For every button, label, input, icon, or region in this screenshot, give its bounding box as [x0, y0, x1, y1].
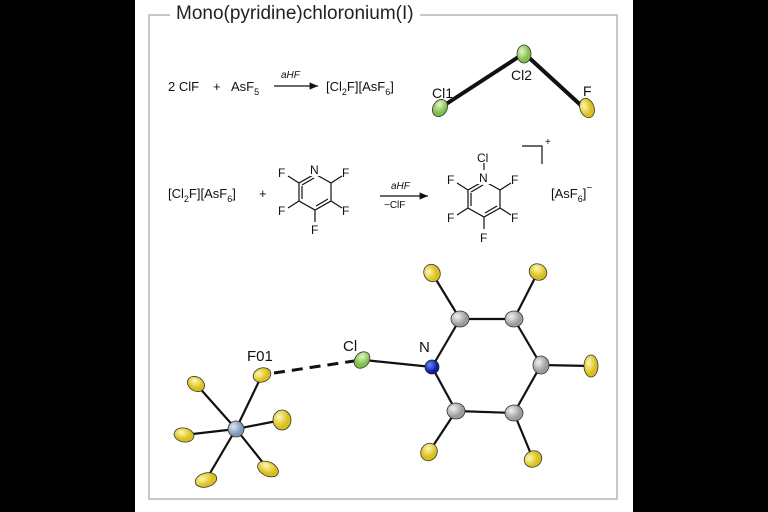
atom-c4 [532, 355, 550, 375]
atom-c6 [446, 402, 466, 420]
pentafluoropyridine-structure [287, 173, 343, 222]
atom-as-f5 [257, 460, 279, 478]
atom-ring-f6 [420, 442, 438, 462]
reaction2-anion: [AsF6]− [551, 183, 592, 204]
atom-ring-f4 [583, 354, 599, 378]
ring-2 [467, 180, 501, 218]
bond-f2 [330, 175, 343, 184]
ring-1-double-b [315, 198, 329, 207]
py2-cl: Cl [477, 151, 488, 165]
py2-f3: F [511, 211, 518, 225]
reaction1-reagent: AsF5 [231, 79, 259, 97]
py1-f5: F [278, 204, 285, 218]
reaction-1: 2 ClF + AsF5 aHF [Cl2F][AsF6] [168, 70, 394, 97]
py1-f2: F [342, 166, 349, 180]
reaction1-product: [Cl2F][AsF6] [326, 79, 394, 97]
py1-f3: F [342, 204, 349, 218]
label-cl2: Cl2 [511, 67, 532, 83]
py2-f4: F [480, 231, 487, 245]
py2-f5: F [447, 211, 454, 225]
atom-cl2 [516, 44, 532, 64]
atom-as-f4 [194, 472, 218, 488]
cation-charge: + [545, 137, 551, 148]
atom-ring-f2 [423, 263, 441, 283]
atom-n [424, 359, 440, 375]
atom-as [227, 420, 245, 438]
reaction2-plus: + [259, 186, 267, 201]
atom-f [579, 97, 595, 119]
atom-ring-f3 [528, 263, 548, 281]
atom-f01 [252, 367, 272, 383]
py1-n: N [310, 163, 319, 177]
reaction2-condition-top: aHF [391, 181, 411, 192]
bond-f3 [330, 200, 343, 209]
atom-c3 [504, 310, 524, 328]
ring-2-double-b [484, 205, 498, 214]
atom-cl [353, 351, 371, 369]
atom-c2 [450, 310, 470, 328]
label-f01: F01 [247, 348, 273, 365]
label-n: N [419, 339, 430, 356]
figure-panel [135, 0, 633, 512]
reaction1-coef: 2 ClF [168, 79, 199, 94]
label-f: F [583, 83, 592, 99]
ring-1 [298, 173, 332, 211]
bond-p-f3 [499, 207, 512, 216]
bond-cl2-f [523, 52, 588, 112]
cation-bonds [363, 271, 592, 460]
label-cl: Cl [343, 338, 357, 355]
py2-f6: F [447, 173, 454, 187]
n1-mask [308, 162, 322, 176]
reaction2-condition-bottom: −ClF [384, 200, 405, 211]
label-cl1: Cl1 [432, 85, 453, 101]
crystal-structure: F01 Cl N [173, 263, 599, 488]
ring-1-double-a [301, 177, 315, 186]
bond-p-f2 [499, 182, 512, 191]
atom-as-f6 [272, 409, 292, 431]
cation-bracket [522, 145, 543, 164]
atom-cl1 [432, 99, 448, 117]
atom-as-f2 [187, 376, 205, 392]
bond-f6 [287, 175, 300, 184]
halogen-bond [273, 359, 355, 375]
cl2f-cation-structure: Cl1 Cl2 F [432, 44, 595, 119]
atom-c5 [504, 404, 524, 422]
pyridine-chloronium-structure [456, 145, 543, 229]
atom-ring-f5 [523, 450, 543, 468]
reaction-2: [Cl2F][AsF6] + N F F F F F aHF −ClF [168, 137, 592, 245]
reaction1-plus: + [213, 79, 221, 94]
atom-as-f3 [173, 427, 195, 443]
reaction1-condition: aHF [281, 70, 301, 81]
py2-n: N [479, 171, 488, 185]
bond-cl1-cl2 [438, 52, 525, 110]
py1-f4: F [311, 223, 318, 237]
reaction2-starting-material: [Cl2F][AsF6] [168, 186, 236, 204]
n2-mask [477, 170, 491, 184]
figure-title: Mono(pyridine)chloronium(I) [170, 2, 420, 26]
bond-p-f5 [456, 207, 469, 216]
bond-f5 [287, 200, 300, 209]
py1-f6: F [278, 166, 285, 180]
ring-2-double-a [470, 184, 484, 193]
py2-f2: F [511, 173, 518, 187]
bond-p-f6 [456, 182, 469, 191]
